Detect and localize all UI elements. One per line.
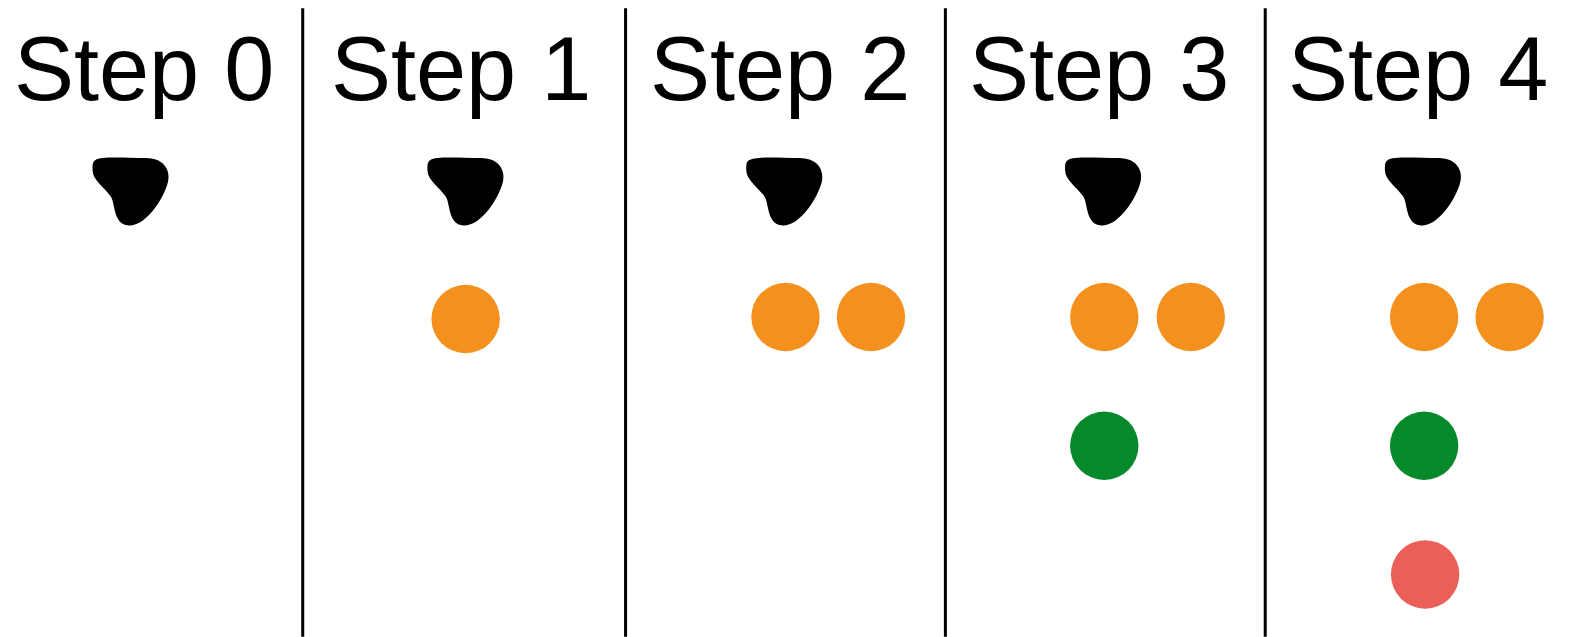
orange-dot	[1070, 283, 1138, 351]
step-label: Step 4	[1288, 24, 1548, 114]
blob-shape	[746, 158, 822, 226]
divider-line	[944, 8, 947, 637]
blob-shape	[1065, 158, 1141, 226]
step-label: Step 2	[650, 24, 910, 114]
dots	[431, 283, 1543, 609]
divider-line	[624, 8, 627, 637]
blob-shape	[1385, 158, 1461, 226]
step-label: Step 1	[331, 24, 591, 114]
blob-shape	[93, 158, 169, 226]
red-dot	[1391, 540, 1459, 608]
green-dot	[1390, 412, 1458, 480]
step-label: Step 3	[969, 24, 1229, 114]
orange-dot	[1390, 283, 1458, 351]
orange-dot	[1157, 283, 1225, 351]
column-dividers	[303, 8, 1265, 637]
blob-shapes	[93, 158, 1461, 226]
orange-dot	[1475, 283, 1543, 351]
green-dot	[1070, 412, 1138, 480]
blob-shape	[427, 158, 503, 226]
step-label: Step 0	[14, 24, 274, 114]
orange-dot	[751, 283, 819, 351]
divider-line	[1264, 8, 1267, 637]
divider-line	[301, 8, 304, 637]
orange-dot	[837, 283, 905, 351]
orange-dot	[431, 285, 499, 353]
